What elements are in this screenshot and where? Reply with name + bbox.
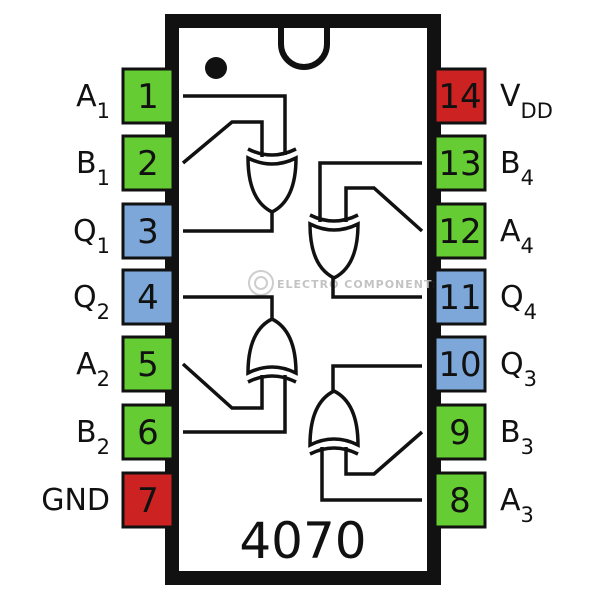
pin-14-number: 14 — [438, 77, 481, 117]
pin-6-number: 6 — [137, 413, 159, 453]
pin-4-box — [121, 268, 175, 326]
pin-9-number: 9 — [449, 413, 471, 453]
pin-10-box — [433, 335, 487, 393]
pin-8-box — [433, 471, 487, 529]
pin-3: 3 Q1 — [73, 202, 175, 260]
pin-1-box — [121, 67, 175, 125]
pin-3-box — [121, 202, 175, 260]
pin-6-box — [121, 403, 175, 461]
pin-11-box — [433, 268, 487, 326]
pin-12-label: A4 — [500, 214, 534, 258]
pin-11-number: 11 — [438, 278, 481, 318]
pin-8: 8 A3 — [433, 471, 534, 529]
pin-12-box — [433, 202, 487, 260]
pin-1-number: 1 — [137, 77, 159, 117]
pin-4-number: 4 — [137, 278, 159, 318]
pin-3-label: Q1 — [73, 214, 110, 258]
pin-5: 5 A2 — [76, 335, 175, 393]
pin-4: 4 Q2 — [73, 268, 175, 326]
pin-12-number: 12 — [438, 212, 481, 252]
pin-8-label: A3 — [500, 483, 534, 527]
pin-9-box — [433, 403, 487, 461]
pin-13: 13 B4 — [433, 134, 534, 192]
pin-7: 7 GND — [41, 471, 175, 529]
watermark-logo: ELECTRO COMPONENTS — [248, 270, 441, 296]
pin-2: 2 B1 — [76, 134, 175, 192]
pin-2-label: B1 — [76, 146, 110, 190]
xor-gate-1 — [246, 147, 298, 214]
pin-6-label: B2 — [76, 415, 110, 459]
pin-8-number: 8 — [449, 481, 471, 521]
xor-gate-2 — [246, 317, 298, 384]
pin-7-box — [121, 471, 175, 529]
pin-3-number: 3 — [137, 212, 159, 252]
pin-6: 6 B2 — [76, 403, 175, 461]
chip-part-number: 4070 — [239, 512, 366, 570]
pin-10: 10 Q3 — [433, 335, 537, 393]
pin1-dot — [205, 57, 227, 79]
pin-1-label: A1 — [76, 79, 110, 123]
pin-13-number: 13 — [438, 144, 481, 184]
pin-5-label: A2 — [76, 347, 110, 391]
pin-4-label: Q2 — [73, 280, 110, 324]
watermark-text: ELECTRO COMPONENTS — [277, 278, 441, 291]
pin-9: 9 B3 — [433, 403, 534, 461]
pin-14-box — [433, 67, 487, 125]
pin-13-label: B4 — [500, 146, 534, 190]
pin-7-number: 7 — [137, 481, 159, 521]
pin-10-label: Q3 — [500, 347, 537, 391]
pin-11-label: Q4 — [500, 280, 537, 324]
pin-13-box — [433, 134, 487, 192]
pin-5-box — [121, 335, 175, 393]
xor-gate-4 — [308, 213, 360, 280]
pin-2-number: 2 — [137, 144, 159, 184]
pin-14-label: VDD — [500, 79, 553, 123]
pin-7-label: GND — [41, 483, 110, 518]
pin-1: 1 A1 — [76, 67, 175, 125]
pin-5-number: 5 — [137, 345, 159, 385]
xor-gate-3 — [308, 389, 360, 456]
pins: 1 A1 2 B1 3 Q1 4 Q2 5 A2 6 B2 7 GND 8 A3 9 B3 10 Q3 11 Q4 12 A4… — [41, 67, 553, 529]
pin-9-label: B3 — [500, 415, 534, 459]
pin-14: 14 VDD — [433, 67, 553, 125]
pin-10-number: 10 — [438, 345, 481, 385]
chip-notch — [278, 26, 330, 70]
pin-12: 12 A4 — [433, 202, 534, 260]
chip-body — [165, 14, 441, 585]
pin-11: 11 Q4 — [433, 268, 537, 326]
pin-2-box — [121, 134, 175, 192]
